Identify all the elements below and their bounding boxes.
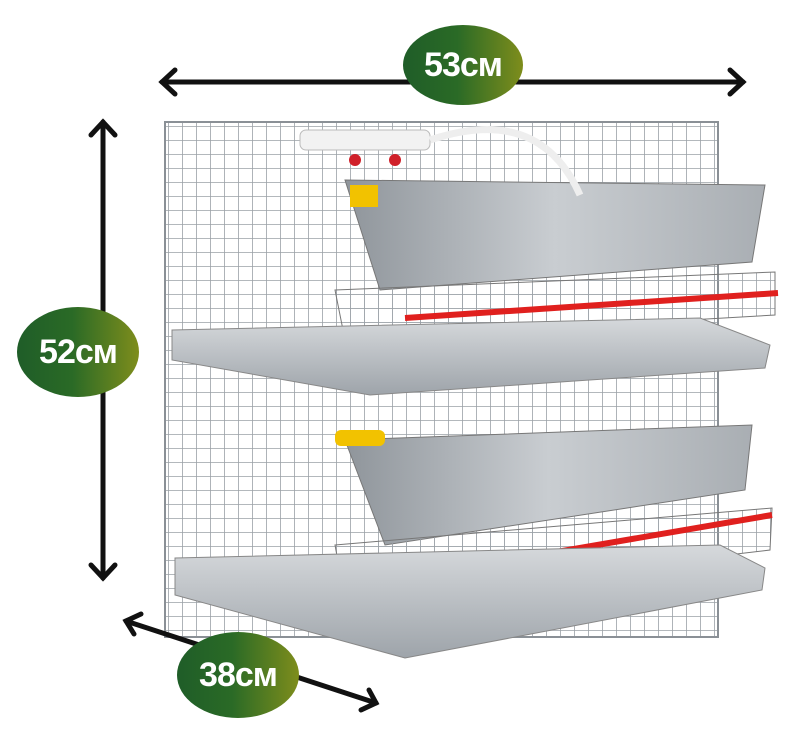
width-badge: 53см [403, 25, 523, 105]
lower-feeder-trough [344, 424, 753, 546]
lower-drinker [335, 430, 385, 446]
depth-badge: 38см [177, 632, 299, 718]
upper-drinker [350, 185, 378, 207]
upper-red-rail [404, 290, 779, 321]
lower-tier [174, 424, 773, 659]
water-pipe [299, 129, 431, 151]
lower-dropping-tray [174, 544, 766, 659]
upper-tier [171, 126, 779, 396]
upper-feeder-trough [344, 179, 766, 291]
upper-dropping-tray [171, 317, 771, 396]
height-badge: 52см [17, 307, 139, 397]
